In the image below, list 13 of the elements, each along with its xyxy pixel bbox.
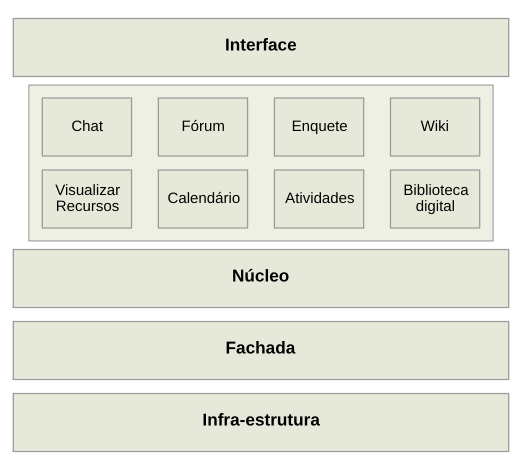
node-box: Enquete (273, 97, 364, 157)
node-box: Fórum (157, 97, 248, 157)
node-box: Wiki (389, 97, 480, 157)
node-box: Atividades (273, 169, 364, 229)
node-box: Núcleo (12, 248, 509, 308)
node-box: Chat (41, 97, 132, 157)
node-box: Visualizar Recursos (41, 169, 132, 229)
node-box: Interface (12, 18, 509, 78)
node-box: Infra-estrutura (12, 392, 509, 452)
node-box: Fachada (12, 320, 509, 380)
node-box: Biblioteca digital (389, 169, 480, 229)
node-box: Calendário (157, 169, 248, 229)
cluster (28, 84, 494, 242)
